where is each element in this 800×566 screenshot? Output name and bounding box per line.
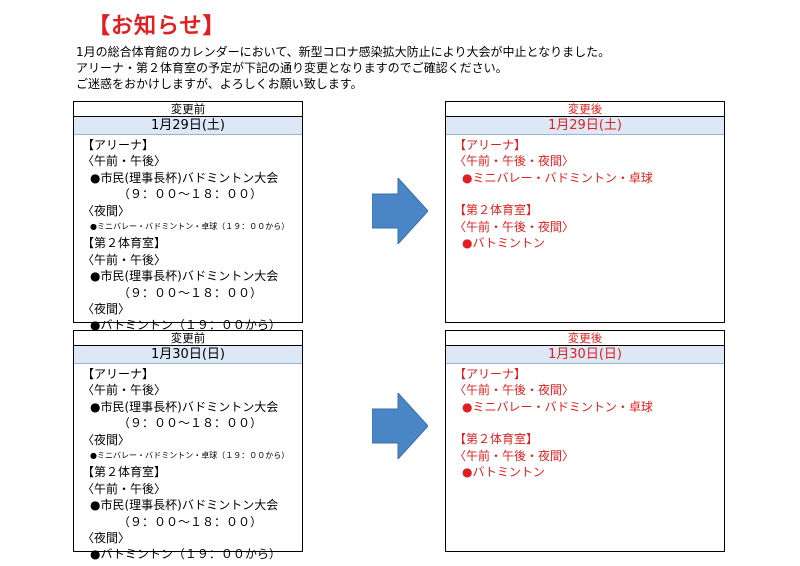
- event-tournament: ●市民(理事長杯)バドミントン大会: [90, 269, 279, 284]
- event-night-arena: ●ミニバレー・バドミントン・卓球（１９：００から）: [90, 222, 290, 232]
- time-slot-all: 〈午前・午後・夜間〉: [454, 154, 575, 169]
- after-date: 1月29日(土): [446, 117, 724, 135]
- event-room2: ●バトミントン: [462, 465, 545, 480]
- time-slot-am-pm: 〈午前・午後〉: [82, 252, 167, 267]
- after-box-jan29: 変更後 1月29日(土) 【アリーナ】 〈午前・午後・夜間〉 ●ミニバレー・バド…: [445, 101, 725, 323]
- intro-line-1: 1月の総合体育館のカレンダーにおいて、新型コロナ感染拡大防止により大会が中止とな…: [76, 45, 611, 59]
- before-date: 1月29日(土): [74, 117, 302, 135]
- notice-title: 【お知らせ】: [88, 14, 226, 39]
- event-time: （９：００～１８：００）: [118, 416, 263, 431]
- time-slot-all: 〈午前・午後・夜間〉: [454, 448, 575, 463]
- time-slot-night: 〈夜間〉: [82, 302, 131, 317]
- event-time: （９：００～１８：００）: [118, 285, 263, 300]
- event-room2: ●バトミントン: [462, 236, 545, 251]
- event-tournament: ●市民(理事長杯)バドミントン大会: [90, 399, 279, 414]
- arena-heading: 【アリーナ】: [82, 367, 155, 381]
- before-header: 変更前: [74, 102, 302, 117]
- room2-heading: 【第２体育室】: [454, 203, 539, 218]
- arena-heading: 【アリーナ】: [454, 138, 527, 152]
- event-time: （９：００～１８：００）: [118, 187, 263, 202]
- time-slot-all: 〈午前・午後・夜間〉: [454, 383, 575, 398]
- time-slot-night: 〈夜間〉: [82, 432, 131, 447]
- intro-line-2: アリーナ・第２体育室の予定が下記の通り変更となりますのでご確認ください。: [76, 61, 508, 75]
- before-header: 変更前: [74, 331, 302, 346]
- room2-heading: 【第２体育室】: [82, 465, 167, 480]
- event-arena: ●ミニバレー・バドミントン・卓球: [462, 399, 653, 414]
- intro-line-3: ご迷惑をおかけしますが、よろしくお願い致します。: [76, 77, 363, 91]
- event-time: （９：００～１８：００）: [118, 514, 263, 529]
- event-night-room2: ●バトミントン（１９：００から）: [90, 318, 281, 333]
- time-slot-am-pm: 〈午前・午後〉: [82, 154, 167, 169]
- event-night-arena: ●ミニバレー・バドミントン・卓球（１９：００から）: [90, 451, 290, 461]
- after-header: 変更後: [446, 331, 724, 346]
- event-arena: ●ミニバレー・バドミントン・卓球: [462, 170, 653, 185]
- room2-heading: 【第２体育室】: [454, 432, 539, 447]
- arrow-right-icon: [372, 178, 428, 244]
- time-slot-all: 〈午前・午後・夜間〉: [454, 219, 575, 234]
- after-box-jan30: 変更後 1月30日(日) 【アリーナ】 〈午前・午後・夜間〉 ●ミニバレー・バド…: [445, 330, 725, 552]
- after-date: 1月30日(日): [446, 346, 724, 364]
- event-tournament: ●市民(理事長杯)バドミントン大会: [90, 498, 279, 513]
- intro-text: 1月の総合体育館のカレンダーにおいて、新型コロナ感染拡大防止により大会が中止とな…: [76, 44, 610, 92]
- before-date: 1月30日(日): [74, 346, 302, 364]
- arena-heading: 【アリーナ】: [82, 138, 155, 152]
- after-header: 変更後: [446, 102, 724, 117]
- room2-heading: 【第２体育室】: [82, 236, 167, 251]
- time-slot-am-pm: 〈午前・午後〉: [82, 383, 167, 398]
- arrow-right-icon: [372, 393, 428, 459]
- arena-heading: 【アリーナ】: [454, 367, 527, 381]
- event-tournament: ●市民(理事長杯)バドミントン大会: [90, 170, 279, 185]
- time-slot-night: 〈夜間〉: [82, 531, 131, 546]
- time-slot-am-pm: 〈午前・午後〉: [82, 481, 167, 496]
- time-slot-night: 〈夜間〉: [82, 203, 131, 218]
- before-box-jan29: 変更前 1月29日(土) 【アリーナ】 〈午前・午後〉 ●市民(理事長杯)バドミ…: [73, 101, 303, 332]
- before-box-jan30: 変更前 1月30日(日) 【アリーナ】 〈午前・午後〉 ●市民(理事長杯)バドミ…: [73, 330, 303, 561]
- event-night-room2: ●バトミントン（１９：００から）: [90, 547, 281, 562]
